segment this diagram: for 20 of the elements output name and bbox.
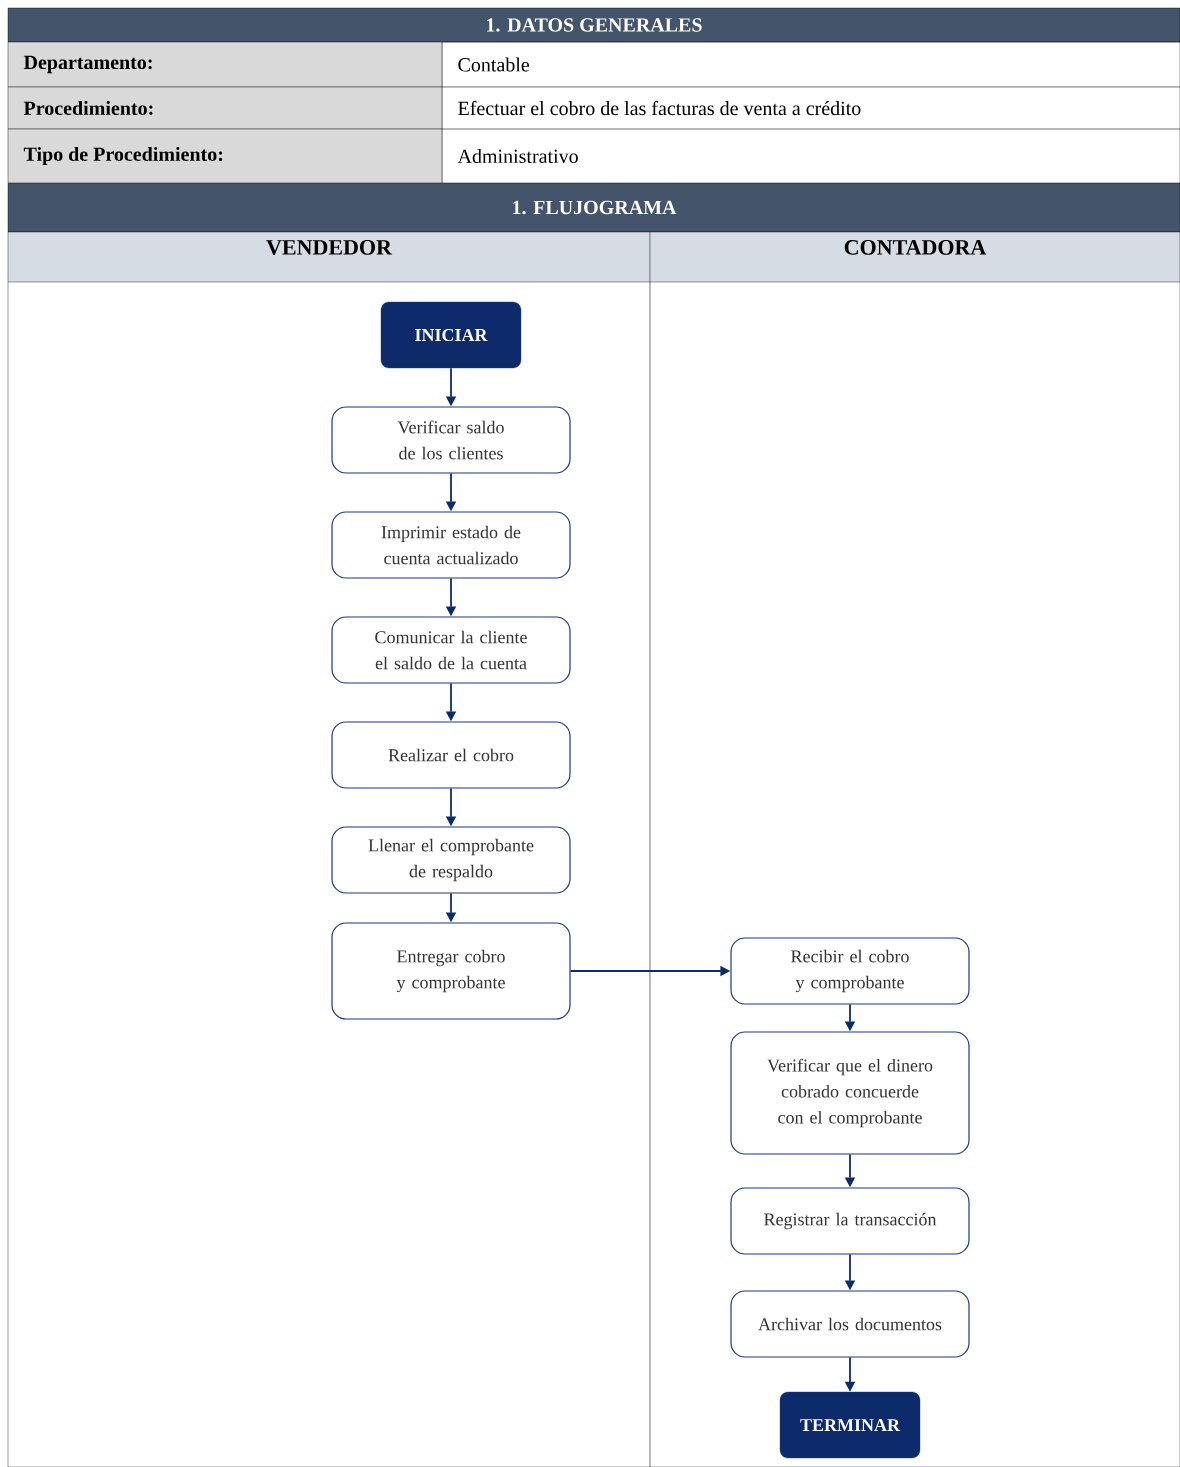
section-header: 1. FLUJOGRAMA <box>7 182 1180 233</box>
process-box: Verificar saldo de los clientes <box>331 406 571 474</box>
process-box: Entregar cobro y comprobante <box>331 922 571 1020</box>
process-box: Realizar el cobro <box>331 721 571 789</box>
process-box: Archivar los documentos <box>730 1290 970 1358</box>
process-box: Imprimir estado de cuenta actualizado <box>331 511 571 579</box>
section-header: 1. DATOS GENERALES <box>7 7 1180 43</box>
table-cell: Departamento: <box>7 41 443 88</box>
process-box: Llenar el comprobante de respaldo <box>331 826 571 894</box>
process-box: Recibir el cobro y comprobante <box>730 937 970 1005</box>
process-box: Comunicar la cliente el saldo de la cuenta <box>331 616 571 684</box>
process-box: Verificar que el dinero cobrado concuerde con el comprobante <box>730 1031 970 1155</box>
table-cell: Procedimiento: <box>7 86 443 130</box>
table-cell: Contable <box>441 41 1180 88</box>
process-box: Registrar la transacción <box>730 1187 970 1255</box>
terminal-box: INICIAR <box>380 301 522 369</box>
terminal-box: TERMINAR <box>779 1391 921 1459</box>
table-cell: Efectuar el cobro de las facturas de venta a crédito <box>441 86 1180 130</box>
table-cell: Tipo de Procedimiento: <box>7 128 443 184</box>
table-cell: Administrativo <box>441 128 1180 184</box>
